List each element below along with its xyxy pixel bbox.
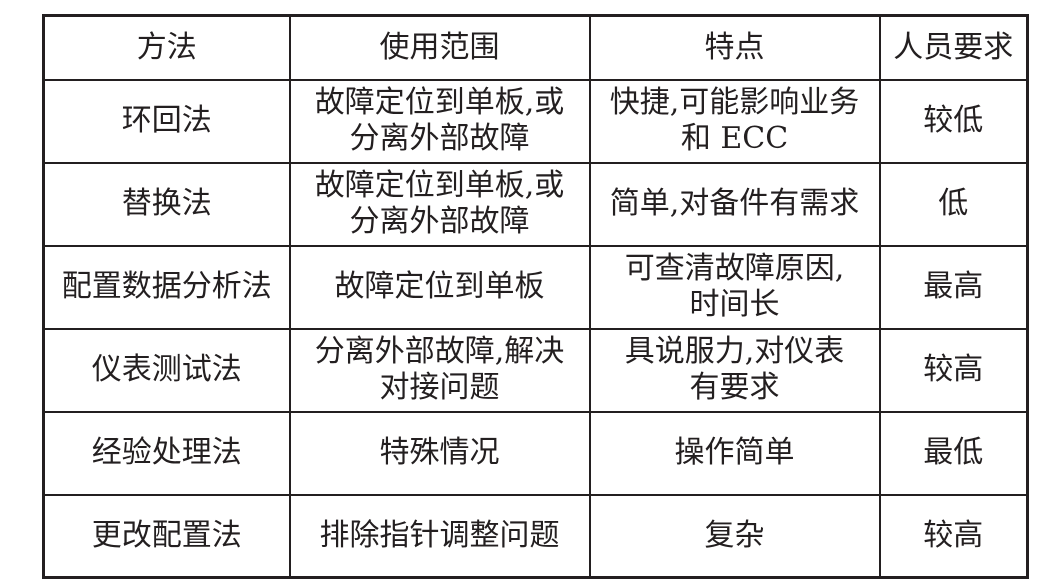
requirement-cell: 最高 — [878, 244, 1029, 330]
requirement-cell: 较高 — [878, 493, 1029, 579]
scope-cell: 故障定位到单板,或 分离外部故障 — [288, 161, 591, 247]
method-cell: 替换法 — [42, 161, 291, 247]
table-row: 替换法 故障定位到单板,或 分离外部故障 简单,对备件有需求 低 — [42, 161, 1029, 247]
header-features: 特点 — [588, 14, 881, 81]
table-row: 仪表测试法 分离外部故障,解决 对接问题 具说服力,对仪表 有要求 较高 — [42, 327, 1029, 413]
features-cell: 复杂 — [588, 493, 881, 579]
requirement-cell: 较低 — [878, 78, 1029, 164]
scope-line: 特殊情况 — [379, 435, 500, 470]
method-cell: 环回法 — [42, 78, 291, 164]
header-method: 方法 — [42, 14, 291, 81]
scope-cell: 特殊情况 — [288, 410, 591, 496]
features-line: 时间长 — [689, 287, 780, 322]
features-line: 复杂 — [704, 517, 765, 553]
features-cell: 操作简单 — [588, 410, 881, 496]
features-line: 和 ECC — [680, 121, 789, 156]
requirement-cell: 低 — [878, 161, 1029, 247]
table-row: 经验处理法 特殊情况 操作简单 最低 — [42, 410, 1029, 496]
features-line: 操作简单 — [674, 435, 795, 470]
scope-line: 故障定位到单板,或 — [314, 85, 565, 120]
scope-line: 对接问题 — [379, 370, 500, 405]
header-scope: 使用范围 — [288, 14, 591, 81]
scope-cell: 故障定位到单板 — [288, 244, 591, 330]
features-cell: 具说服力,对仪表 有要求 — [588, 327, 881, 413]
scope-line: 排除指针调整问题 — [319, 517, 560, 553]
scope-line: 分离外部故障 — [349, 121, 530, 156]
method-cell: 仪表测试法 — [42, 327, 291, 413]
troubleshooting-methods-table-container: 方法 使用范围 特点 人员要求 环回法 故障定位到单板,或 分离外部故障 快捷,… — [42, 14, 1029, 579]
requirement-cell: 较高 — [878, 327, 1029, 413]
requirement-cell: 最低 — [878, 410, 1029, 496]
features-cell: 可查清故障原因, 时间长 — [588, 244, 881, 330]
features-line: 快捷,可能影响业务 — [609, 85, 860, 120]
scope-line: 分离外部故障,解决 — [314, 334, 565, 369]
method-cell: 经验处理法 — [42, 410, 291, 496]
header-requirement: 人员要求 — [878, 14, 1029, 81]
table-header-row: 方法 使用范围 特点 人员要求 — [42, 14, 1029, 81]
method-cell: 配置数据分析法 — [42, 244, 291, 330]
scope-cell: 故障定位到单板,或 分离外部故障 — [288, 78, 591, 164]
table-row: 配置数据分析法 故障定位到单板 可查清故障原因, 时间长 最高 — [42, 244, 1029, 330]
features-line: 可查清故障原因, — [624, 251, 845, 286]
scope-line: 故障定位到单板,或 — [314, 168, 565, 203]
method-cell: 更改配置法 — [42, 493, 291, 579]
features-cell: 简单,对备件有需求 — [588, 161, 881, 247]
scope-cell: 排除指针调整问题 — [288, 493, 591, 579]
features-line: 简单,对备件有需求 — [609, 186, 860, 221]
features-line: 有要求 — [689, 370, 780, 405]
scope-line: 故障定位到单板 — [334, 269, 545, 304]
features-line: 具说服力,对仪表 — [624, 334, 845, 369]
table-row: 更改配置法 排除指针调整问题 复杂 较高 — [42, 493, 1029, 579]
scope-cell: 分离外部故障,解决 对接问题 — [288, 327, 591, 413]
troubleshooting-methods-table: 方法 使用范围 特点 人员要求 环回法 故障定位到单板,或 分离外部故障 快捷,… — [42, 14, 1029, 579]
features-cell: 快捷,可能影响业务 和 ECC — [588, 78, 881, 164]
scope-line: 分离外部故障 — [349, 204, 530, 239]
table-row: 环回法 故障定位到单板,或 分离外部故障 快捷,可能影响业务 和 ECC 较低 — [42, 78, 1029, 164]
